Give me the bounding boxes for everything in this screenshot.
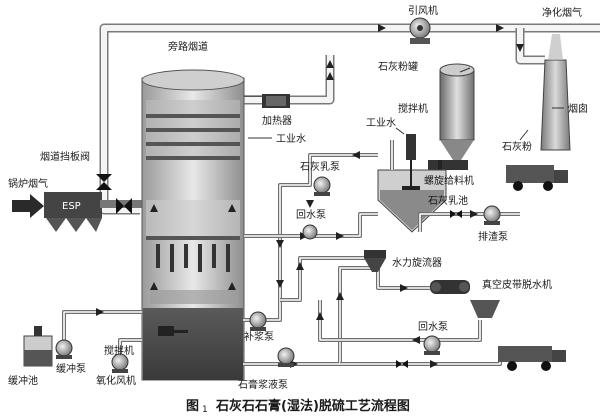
- gypsum-discharge-line: [340, 350, 502, 366]
- inlet-damper-valve: [116, 198, 132, 214]
- heater: [262, 94, 290, 108]
- label-buffer-pump: 缓冲泵: [56, 362, 86, 375]
- filtrate-return-line: [318, 300, 482, 342]
- label-boiler-flue-gas: 锅炉烟气: [8, 177, 48, 190]
- buffer-tank: [23, 326, 53, 367]
- leader-lines: [244, 67, 564, 141]
- label-process-water-right: 工业水: [366, 117, 396, 129]
- clean-gas-duct: [515, 28, 545, 65]
- oxidation-fan: [111, 353, 129, 373]
- label-induced-draft-fan: 引风机: [408, 4, 438, 17]
- label-chimney: 烟囱: [568, 102, 588, 115]
- arrow: [326, 60, 334, 68]
- lime-milk-line: [243, 153, 378, 322]
- label-bypass-duct: 旁路烟道: [168, 40, 208, 53]
- chimney: [540, 34, 571, 151]
- label-lime-powder: 石灰粉: [502, 140, 532, 153]
- label-lime-milk-tank: 石灰乳池: [428, 194, 468, 207]
- oxidation-air-line: [118, 338, 142, 355]
- label-makeup-pump: 补浆泵: [244, 330, 274, 343]
- makeup-pump: [249, 311, 267, 331]
- label-slag-pump: 排渣泵: [478, 230, 508, 243]
- spray-nozzles: [156, 244, 230, 272]
- induced-draft-fan: [409, 17, 431, 44]
- gypsum-slurry-pump: [277, 347, 295, 367]
- arrow: [326, 72, 334, 80]
- inlet-gas-arrow: [12, 194, 44, 218]
- gypsum-truck: [498, 346, 566, 371]
- label-clean-flue-gas: 净化烟气: [542, 6, 582, 19]
- spray-droplets: [150, 290, 238, 304]
- label-vacuum-belt-filter: 真空皮带脱水机: [482, 278, 552, 291]
- arrow: [496, 24, 504, 32]
- label-buffer-tank: 缓冲池: [8, 374, 38, 387]
- cyclone-feed-line: [338, 266, 372, 360]
- label-oxidation-fan: 氧化风机: [96, 374, 136, 387]
- figure-number: 图: [186, 399, 199, 414]
- label-flue-baffle-valve: 烟道挡板阀: [40, 150, 90, 163]
- hydrocyclone: [364, 250, 386, 272]
- gas-flow-arrows: [150, 204, 236, 290]
- arrow: [378, 24, 386, 32]
- figure-index: 1: [202, 405, 208, 415]
- label-esp: ESP: [62, 201, 81, 212]
- pipe-valves: [396, 210, 462, 368]
- label-lime-powder-tank: 石灰粉罐: [378, 60, 418, 73]
- label-return-pump-mid: 回水泵: [296, 209, 326, 221]
- bypass-duct: [99, 23, 600, 180]
- label-gypsum-slurry-pump: 石膏浆液泵: [238, 378, 288, 391]
- slag-pump: [483, 205, 501, 225]
- bypass-damper-valve: [96, 174, 112, 190]
- buffer-pump: [55, 339, 73, 359]
- absorber-stirrer: [158, 326, 188, 336]
- label-stirrer-top: 搅拌机: [398, 102, 428, 115]
- lime-milk-pump: [313, 176, 331, 196]
- return-pump-bottom: [423, 335, 441, 355]
- label-process-water-top: 工业水: [276, 133, 306, 145]
- label-heater: 加热器: [262, 114, 292, 127]
- return-water-line: [280, 256, 372, 302]
- lime-powder-truck: [506, 165, 568, 191]
- buffer-line: [62, 310, 142, 340]
- label-lime-milk-pump: 石灰乳泵: [300, 160, 340, 173]
- arrow: [516, 44, 524, 52]
- figure-title: 石灰石石膏(湿法)脱硫工艺流程图: [215, 398, 410, 414]
- mist-eliminator: [146, 114, 240, 240]
- label-return-pump-bottom: 回水泵: [418, 321, 448, 333]
- vacuum-belt-filter: [430, 280, 470, 294]
- return-pump-mid: [302, 224, 318, 240]
- outlet-duct: [243, 55, 335, 105]
- label-hydrocyclone: 水力旋流器: [392, 256, 442, 269]
- screw-feeder: [428, 160, 468, 174]
- esp-unit: [44, 192, 102, 232]
- label-stirrer-bottom: 搅拌机: [104, 344, 134, 357]
- label-screw-feeder: 螺旋给料机: [424, 174, 474, 187]
- filtrate-tank: [470, 300, 500, 318]
- lime-powder-silo: [439, 63, 475, 160]
